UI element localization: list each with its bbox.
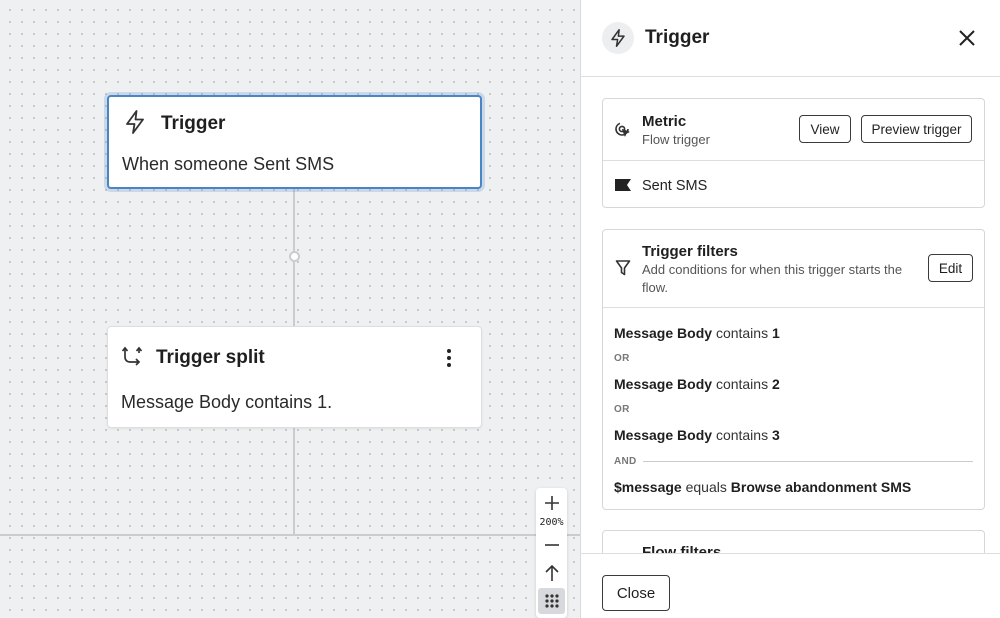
trigger-split-node-description: Message Body contains 1. <box>121 392 333 412</box>
flow-filters-card: Flow filters <box>602 530 985 553</box>
view-button[interactable]: View <box>799 115 851 143</box>
flow-canvas[interactable]: Trigger When someone Sent SMS Trigger sp… <box>0 0 580 618</box>
flow-filters-title: Flow filters <box>642 544 722 553</box>
minus-icon <box>544 544 559 546</box>
edit-button[interactable]: Edit <box>928 254 973 282</box>
connector-line <box>293 262 295 326</box>
panel-body[interactable]: Metric Flow trigger View Preview trigger… <box>581 78 1000 553</box>
filter-icon <box>613 258 633 278</box>
lightning-icon <box>123 109 147 140</box>
trigger-node[interactable]: Trigger When someone Sent SMS <box>107 95 482 189</box>
trigger-filters-subtitle: Add conditions for when this trigger sta… <box>642 262 903 295</box>
panel-header: Trigger <box>581 0 1000 77</box>
zoom-level: 200% <box>539 517 564 528</box>
metric-name: Sent SMS <box>642 178 708 194</box>
connector-line <box>293 189 295 252</box>
filter-condition: Message Body contains 3 <box>614 427 780 443</box>
metric-card-title: Metric <box>642 113 687 130</box>
and-connector: AND <box>614 456 637 467</box>
metric-card-subtitle: Flow trigger <box>642 132 710 147</box>
divider <box>603 160 984 161</box>
zoom-controls: 200% <box>536 488 567 618</box>
zoom-out-button[interactable] <box>538 532 565 558</box>
zoom-in-button[interactable] <box>538 490 565 516</box>
lightning-icon <box>602 22 634 54</box>
grid-dots-icon <box>544 594 559 608</box>
filter-condition: $message equals Browse abandonment SMS <box>614 479 912 495</box>
panel-title: Trigger <box>645 27 710 48</box>
close-icon[interactable] <box>955 26 979 50</box>
grid-toggle-button[interactable] <box>538 588 565 614</box>
plus-icon <box>544 496 559 510</box>
more-options-icon[interactable] <box>439 347 459 369</box>
and-divider <box>643 461 973 462</box>
trigger-filters-title: Trigger filters <box>642 243 738 260</box>
scroll-to-top-button[interactable] <box>538 560 565 586</box>
connector-branch-line <box>294 534 580 536</box>
cursor-click-icon <box>613 120 633 140</box>
panel-footer: Close <box>581 553 1000 618</box>
trigger-details-panel: Trigger Metric Flow trigger View Preview… <box>580 0 1000 618</box>
trigger-split-node-title: Trigger split <box>156 347 265 368</box>
connector-add-point[interactable] <box>289 251 300 262</box>
filter-condition: Message Body contains 2 <box>614 376 780 392</box>
or-connector: OR <box>614 353 630 364</box>
trigger-split-node[interactable]: Trigger split Message Body contains 1. <box>107 326 482 428</box>
trigger-node-description: When someone Sent SMS <box>122 154 335 174</box>
trigger-filters-card: Trigger filters Add conditions for when … <box>602 229 985 510</box>
metric-card: Metric Flow trigger View Preview trigger… <box>602 98 985 208</box>
filter-condition: Message Body contains 1 <box>614 325 780 341</box>
divider <box>603 307 984 308</box>
arrow-up-icon <box>544 564 559 581</box>
connector-branch-line <box>0 534 295 536</box>
preview-trigger-button[interactable]: Preview trigger <box>861 115 972 143</box>
close-button[interactable]: Close <box>602 575 670 611</box>
connector-line <box>293 428 295 535</box>
trigger-node-title: Trigger <box>161 113 226 134</box>
or-connector: OR <box>614 404 630 415</box>
flag-icon <box>613 175 633 195</box>
split-icon <box>121 345 143 372</box>
